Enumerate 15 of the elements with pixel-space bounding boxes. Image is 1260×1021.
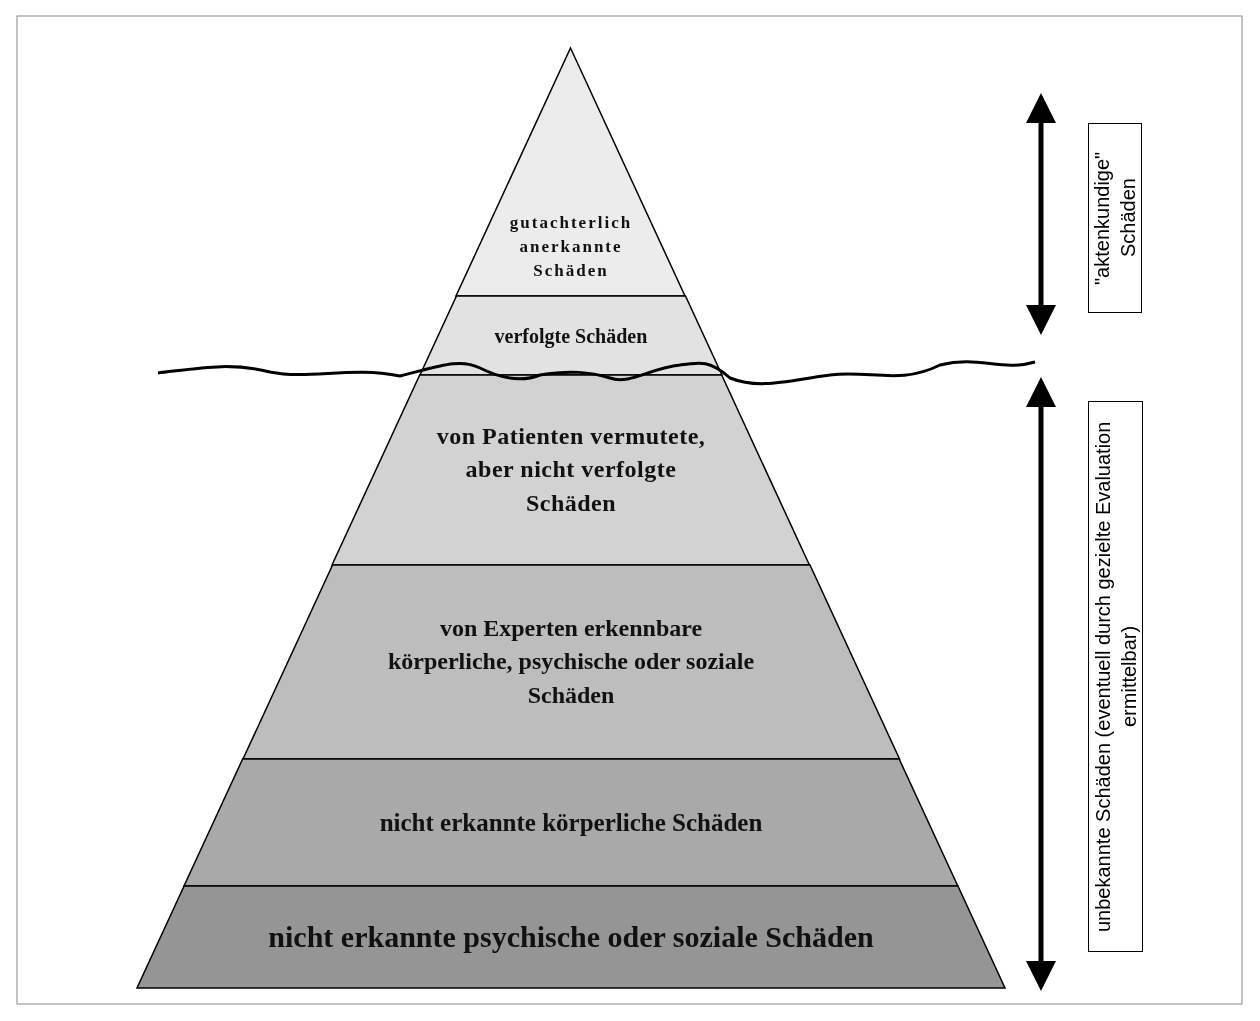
- pyramid-layer: [242, 565, 900, 759]
- side-label-box: [1088, 123, 1142, 313]
- pyramid-layer: [332, 375, 810, 565]
- layer-label: nicht erkannte körperliche Schäden: [378, 808, 764, 838]
- side-label: "aktenkundige" Schäden: [1090, 150, 1140, 287]
- pyramid-layer: [420, 296, 722, 375]
- pyramid-layer: [456, 48, 686, 296]
- layer-label: von Experten erkennbare körperliche, psychische oder soziale Schäden: [386, 613, 756, 710]
- layer-label: gutachterlich anerkannte Schäden: [508, 212, 634, 282]
- layer-label: von Patienten vermutete, aber nicht verfolgte Schäden: [435, 421, 707, 518]
- side-label: unbekannte Schäden (eventuell durch gezielte Evaluation ermittelbar): [1090, 420, 1141, 934]
- pyramid-layer: [184, 759, 958, 886]
- pyramid-layer: [137, 886, 1005, 988]
- layer-label: nicht erkannte psychische oder soziale Schäden: [267, 919, 875, 955]
- layer-label: verfolgte Schäden: [493, 323, 649, 350]
